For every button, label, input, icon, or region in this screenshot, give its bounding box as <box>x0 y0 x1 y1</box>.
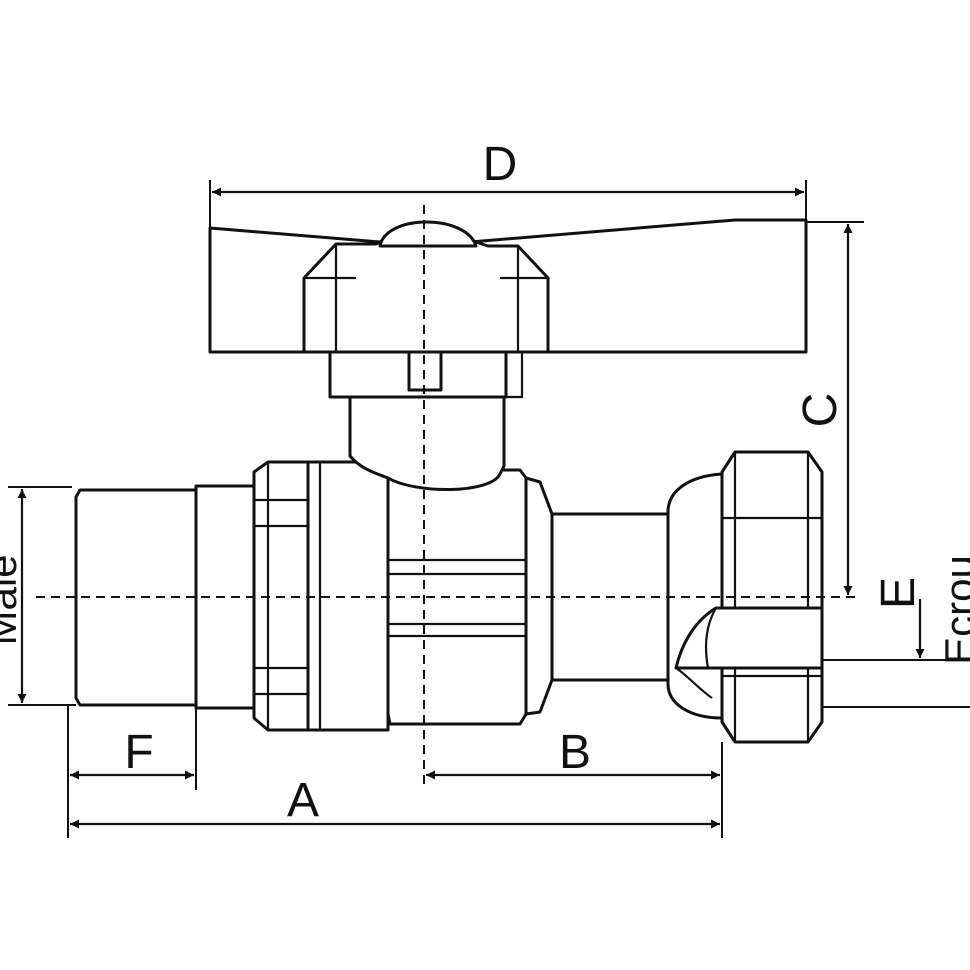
label-F: F <box>124 726 153 779</box>
dimension-lines <box>17 187 925 829</box>
handle-hub <box>302 234 550 354</box>
centerlines <box>36 205 860 790</box>
label-D: D <box>483 138 518 191</box>
extension-lines <box>8 180 970 838</box>
hub-dome <box>378 220 478 248</box>
label-A: A <box>287 774 319 827</box>
stem-neck <box>348 395 506 491</box>
label-E: E <box>872 577 925 609</box>
dimension-labels: D C E Ecrou Male F B A <box>0 138 970 827</box>
label-C: C <box>794 393 847 428</box>
valve-body <box>74 218 824 744</box>
label-B: B <box>559 726 591 779</box>
nut-cutaway <box>674 606 824 670</box>
label-male: Male <box>0 554 25 645</box>
label-ecrou: Ecrou <box>936 555 970 665</box>
